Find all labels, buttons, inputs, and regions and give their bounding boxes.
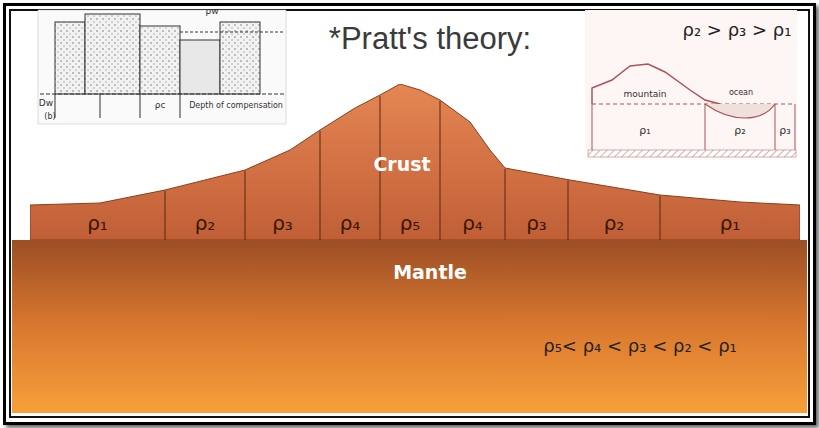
region-label: ρ₂ — [604, 212, 625, 234]
crust-column: ρ₄ — [320, 204, 380, 240]
title: *Pratt's theory: — [329, 22, 531, 56]
region-label: ρ₂ — [195, 212, 216, 234]
region-label: mountain — [624, 90, 667, 100]
crust-column: ρ₅ — [380, 204, 440, 240]
crust-column: ρ₁ — [660, 204, 800, 240]
region-label: Crust — [373, 154, 430, 175]
region-label: ρ₄ — [340, 212, 361, 234]
region-label: ρ₃ — [272, 212, 293, 234]
crust-column: ρ₃ — [505, 204, 568, 240]
crust-column: ρ₁ — [30, 204, 165, 240]
crust-region: Crust ρ₁ ρ₂ ρ₃ ρ₄ ρ₅ ρ₄ ρ₃ ρ₂ ρ₁ — [30, 84, 800, 240]
crust-column: ρ₂ — [568, 204, 660, 240]
density-label: ρ₃ — [779, 125, 790, 137]
mantle-region: Mantle ρ₅< ρ₄ < ρ₃ < ρ₂ < ρ₁ — [12, 240, 807, 413]
region-label: Mantle — [393, 262, 467, 283]
figure-tag: (b) — [44, 113, 55, 122]
symbol-label: Dw — [39, 99, 53, 109]
region-label: ρ₄ — [462, 212, 483, 234]
density-label: ρ₂ — [734, 125, 745, 137]
symbol-label: ρw — [205, 7, 218, 17]
region-label: ocean — [729, 89, 753, 98]
region-label: ρ₅ — [400, 212, 421, 234]
density-relation: ρ₅< ρ₄ < ρ₃ < ρ₂ < ρ₁ — [543, 336, 737, 356]
density-label: ρ₁ — [639, 125, 650, 137]
crust-column: ρ₄ — [440, 204, 505, 240]
region-label: ρ₃ — [526, 212, 547, 234]
crust-column: ρ₃ — [245, 204, 320, 240]
region-label: ρ₁ — [720, 212, 741, 234]
symbol-label: ρc — [155, 101, 166, 111]
crust-column: ρ₂ — [165, 204, 245, 240]
note-label: Depth of compensation — [189, 102, 283, 111]
textbook-inset — [38, 10, 286, 124]
density-relation: ρ₂ > ρ₃ > ρ₁ — [683, 20, 792, 40]
region-label: ρ₁ — [87, 212, 108, 234]
mountain-ocean-inset — [585, 10, 797, 157]
